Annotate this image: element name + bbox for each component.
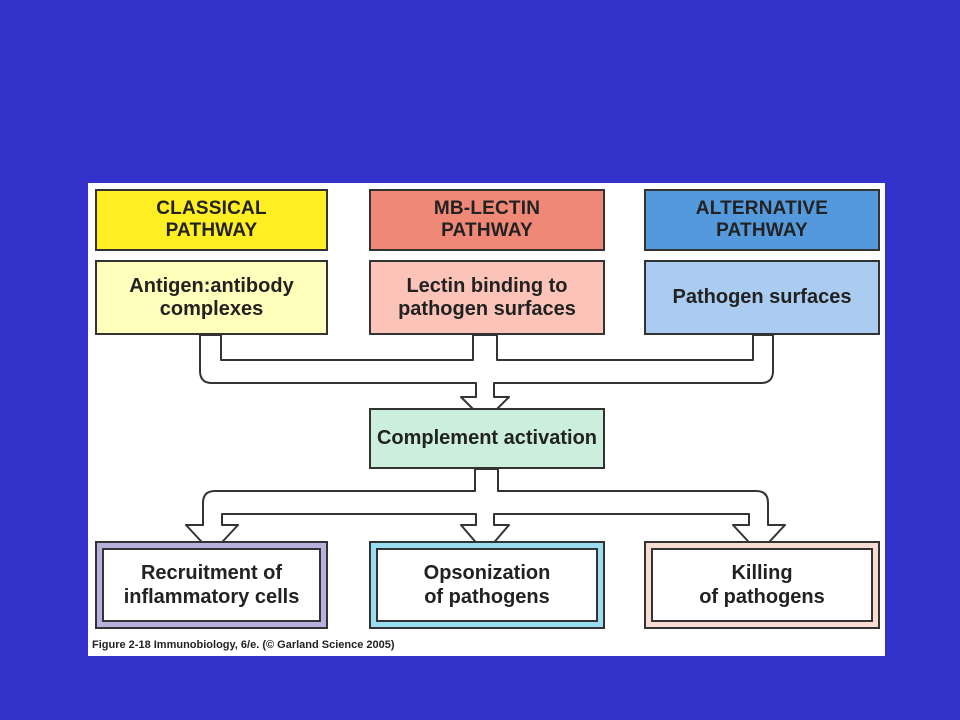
- classical-trigger-box: Antigen:antibody complexes: [95, 260, 328, 335]
- figure-caption: Figure 2-18 Immunobiology, 6/e. (© Garla…: [92, 639, 395, 651]
- flow-arrows: [185, 334, 786, 554]
- split-arrow: [185, 468, 786, 554]
- alternative-trigger-box: Pathogen surfaces: [644, 260, 880, 335]
- killing-outcome-label: Killing of pathogens: [651, 548, 873, 622]
- mb-lectin-pathway-header: MB-LECTIN PATHWAY: [369, 189, 605, 251]
- opsonization-outcome-label: Opsonization of pathogens: [376, 548, 598, 622]
- merge-arrow: [199, 334, 774, 422]
- figure-panel: CLASSICAL PATHWAY MB-LECTIN PATHWAY ALTE…: [88, 183, 885, 656]
- recruitment-outcome-frame: Recruitment of inflammatory cells: [95, 541, 328, 629]
- mb-lectin-trigger-box: Lectin binding to pathogen surfaces: [369, 260, 605, 335]
- killing-outcome-frame: Killing of pathogens: [644, 541, 880, 629]
- complement-activation-box: Complement activation: [369, 408, 605, 469]
- alternative-pathway-header: ALTERNATIVE PATHWAY: [644, 189, 880, 251]
- opsonization-outcome-frame: Opsonization of pathogens: [369, 541, 605, 629]
- recruitment-outcome-label: Recruitment of inflammatory cells: [102, 548, 321, 622]
- classical-pathway-header: CLASSICAL PATHWAY: [95, 189, 328, 251]
